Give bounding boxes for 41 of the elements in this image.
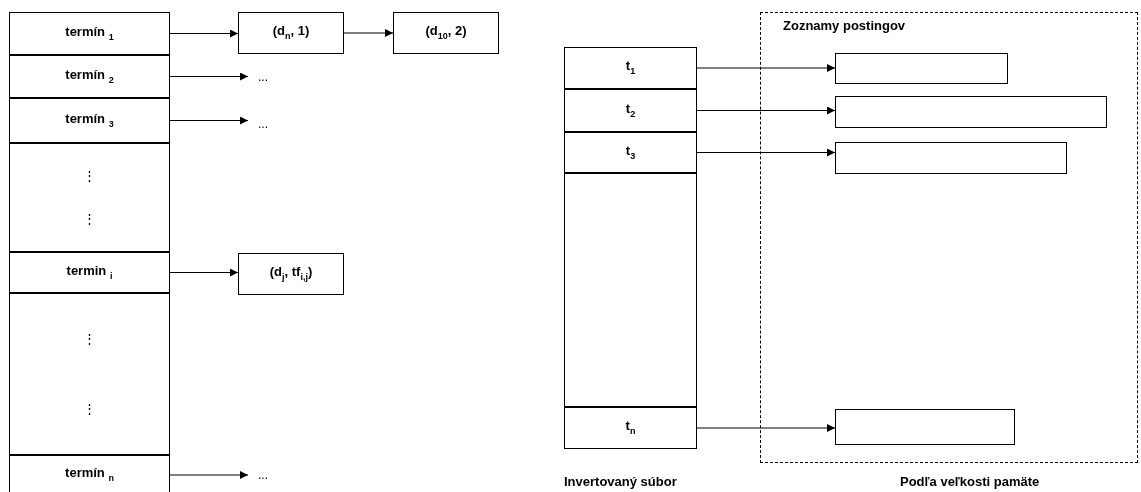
table-cell: [9, 12, 170, 55]
cell-text: ...: [258, 71, 268, 85]
cell-text: termín $_{3}$: [65, 111, 114, 130]
caption-text: Invertovaný súbor: [564, 474, 677, 489]
cell-text: t$_{3}$: [625, 143, 636, 162]
frame-heading: Zoznamy postingov: [783, 19, 906, 34]
table-cell: [9, 455, 170, 492]
empty-box: [834, 408, 1015, 445]
empty-box: [834, 141, 1067, 174]
empty-box: [834, 52, 1008, 84]
table-cell: [564, 132, 697, 173]
vertical-ellipsis: ⋮: [83, 212, 96, 227]
posting-box: [238, 253, 344, 295]
cell-text: t$_{n}$: [625, 419, 636, 437]
cell-text: termin $_{i}$: [66, 263, 113, 282]
table-cell: [9, 55, 170, 98]
cell-text: ...: [258, 469, 268, 483]
posting-box: [393, 12, 499, 54]
cell-text: (d$_{n}$, 1): [272, 24, 310, 42]
cell-text: ...: [258, 118, 268, 132]
vertical-ellipsis: ⋮: [83, 168, 96, 183]
cell-text: (d$_{10}$, 2): [425, 24, 467, 42]
table-cell: [564, 89, 697, 132]
table-cell: [9, 252, 170, 293]
caption-text: Podľa veľkosti pamäte: [900, 474, 1040, 489]
table-cell: [564, 407, 697, 449]
vertical-ellipsis: ⋮: [83, 401, 96, 417]
table-cell: [9, 143, 170, 252]
cell-text: termín $_{2}$: [65, 67, 114, 86]
cell-text: termín $_{n}$: [65, 466, 114, 484]
table-cell: [9, 98, 170, 143]
vertical-ellipsis: ⋮: [83, 331, 96, 347]
cell-text: (d$_{j}$, tf$_{i,j}$): [269, 265, 313, 283]
table-cell: [564, 47, 697, 89]
dashed-frame: [760, 12, 1138, 463]
cell-text: t$_{2}$: [625, 101, 636, 120]
cell-text: t$_{1}$: [625, 59, 636, 77]
empty-box: [834, 95, 1107, 128]
cell-text: termín $_{1}$: [65, 24, 114, 43]
posting-box: [238, 12, 344, 54]
table-cell: [9, 293, 170, 455]
